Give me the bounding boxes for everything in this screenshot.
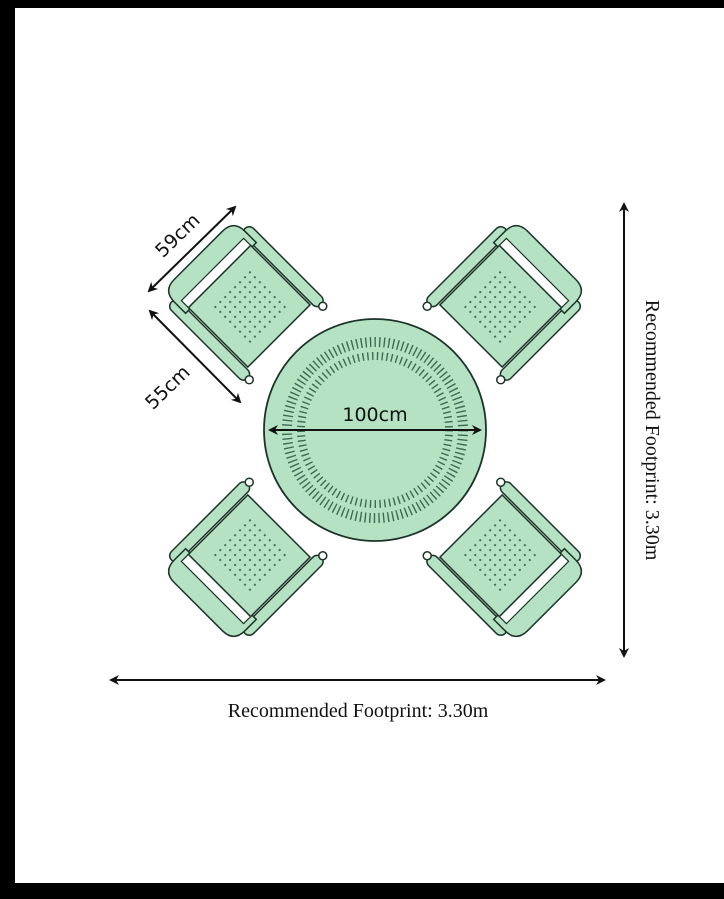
- footprint-vertical-label: Recommended Footprint: 3.30m: [641, 300, 663, 561]
- chair-width-arrow: [147, 205, 237, 293]
- chair-depth-label: 55cm: [141, 361, 195, 414]
- chair-depth-arrow: [148, 309, 242, 404]
- table-diameter-label: 100cm: [342, 404, 407, 426]
- footprint-horizontal-label: Recommended Footprint: 3.30m: [228, 700, 489, 722]
- chair-width-label: 59cm: [151, 209, 205, 262]
